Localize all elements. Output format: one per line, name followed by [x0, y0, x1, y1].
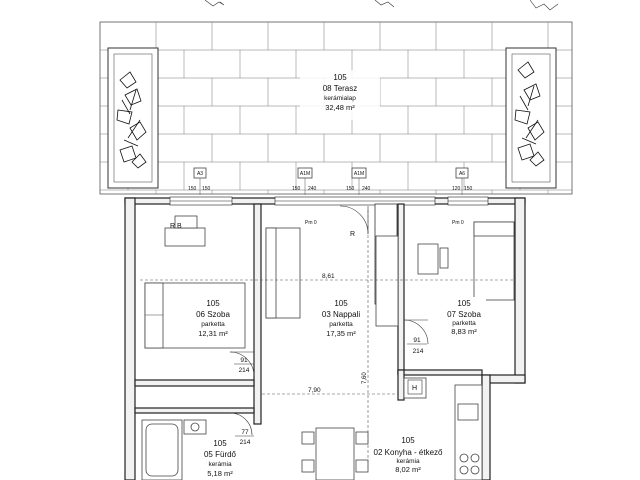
room-label-bedroom1: 105 06 Szoba parketta 12,31 m² [188, 297, 240, 343]
door-tag-width: 91 [413, 337, 421, 344]
symbols: R B R H Pm 0 Pm 0 [170, 220, 464, 395]
svg-text:150: 150 [202, 186, 211, 192]
furniture [140, 210, 515, 480]
door-swings [229, 205, 429, 436]
kitchen-name: 02 Konyha - étkező [374, 448, 443, 457]
bathroom-area: 5,18 m² [207, 469, 233, 478]
terrace-floor: kerámialap [324, 95, 356, 102]
door-tag-width: 91 [240, 357, 248, 364]
window-tag-labels: A3 A1M A1M A6 [197, 171, 465, 177]
room-label-kitchen: 105 02 Konyha - étkező kerámia 8,02 m² [370, 434, 448, 480]
bedroom2-area: 8,83 m² [451, 327, 477, 336]
window-tag: A1M [354, 171, 364, 177]
bedroom2-code: 105 [457, 299, 471, 308]
room-label-bedroom2: 105 07 Szoba parketta 8,83 m² [444, 297, 486, 336]
door-tag-height: 214 [240, 439, 251, 446]
planter-right [505, 47, 557, 189]
svg-text:150: 150 [346, 186, 355, 192]
kitchen-floor: kerámia [396, 458, 420, 465]
svg-text:120: 120 [452, 186, 461, 192]
dimension-labels: 8,61 7,90 7,60 [308, 273, 368, 394]
symbol-r: R [350, 231, 355, 238]
svg-text:150: 150 [188, 186, 197, 192]
bedroom1-code: 105 [206, 299, 220, 308]
dimension-790: 7,90 [308, 387, 321, 394]
bedroom1-floor: parketta [201, 321, 225, 328]
room-label-living: 105 03 Nappali parketta 17,35 m² [322, 299, 360, 338]
symbol-h: H [412, 385, 417, 392]
window-tag: A1M [300, 171, 310, 177]
living-floor: parketta [329, 321, 353, 328]
room-label-bathroom: 105 05 Fürdő kerámia 5,18 m² [198, 438, 240, 480]
svg-text:240: 240 [362, 186, 371, 192]
bedroom1-area: 12,31 m² [198, 329, 228, 338]
living-area: 17,35 m² [326, 329, 356, 338]
level-mark: Pm 0 [452, 220, 464, 226]
bathroom-name: 05 Fürdő [204, 450, 237, 459]
dimension-861: 8,61 [322, 273, 335, 280]
terrace-area: 32,48 m² [325, 103, 355, 112]
door-tag-height: 214 [413, 348, 424, 355]
svg-text:150: 150 [292, 186, 301, 192]
window-tag: A3 [197, 171, 203, 177]
door-tags: 91 214 91 214 77 214 [234, 337, 427, 446]
planter-left [107, 47, 159, 189]
bedroom2-floor: parketta [452, 320, 476, 327]
living-name: 03 Nappali [322, 310, 360, 319]
window-markers: 150 150 150 240 150 240 120 150 [188, 167, 473, 195]
room-label-terrace: 105 08 Terasz kerámialap 32,48 m² [323, 73, 358, 112]
bedroom2-name: 07 Szoba [447, 310, 481, 319]
svg-text:150: 150 [464, 186, 473, 192]
walls [124, 196, 526, 480]
kitchen-area: 8,02 m² [395, 465, 421, 474]
level-mark: Pm 0 [305, 220, 317, 226]
terrace-code: 105 [333, 73, 347, 82]
kitchen-code: 105 [401, 436, 415, 445]
bathroom-floor: kerámia [208, 461, 232, 468]
window-tag: A6 [459, 171, 465, 177]
living-code: 105 [334, 299, 348, 308]
svg-text:240: 240 [308, 186, 317, 192]
symbol-rb: R B [170, 223, 182, 230]
door-tag-height: 214 [239, 367, 250, 374]
dimension-760: 7,60 [362, 372, 368, 384]
door-tag-width: 77 [241, 429, 249, 436]
terrace-name: 08 Terasz [323, 84, 358, 93]
plants-top [204, 0, 559, 11]
bedroom1-name: 06 Szoba [196, 310, 230, 319]
bathroom-code: 105 [213, 439, 227, 448]
